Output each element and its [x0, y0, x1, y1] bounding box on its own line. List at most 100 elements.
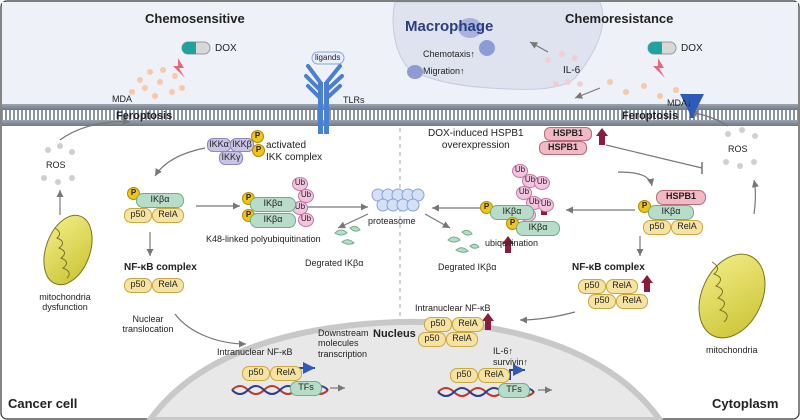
label-chemotaxis: Chemotaxis↑ [423, 49, 476, 59]
rela-protein: RelA [270, 366, 302, 381]
ikba-protein: IKβα [516, 221, 560, 236]
label-cytoplasm: Cytoplasm [712, 396, 779, 411]
label-nfkb-left: NF-κB complex [124, 262, 197, 273]
label-survivin-up: survivin↑ [493, 357, 529, 367]
proteasome-icon [371, 188, 425, 212]
heading-chemoresistance: Chemoresistance [565, 11, 674, 26]
phospho-p: P [252, 144, 265, 157]
label-mda: MDA [112, 94, 132, 104]
membrane-top [2, 104, 798, 110]
dox-pill-left [181, 41, 211, 55]
tfs-protein: TFs [498, 383, 530, 398]
rela-protein: RelA [446, 332, 478, 347]
hspb1-protein: HSPB1 [544, 127, 592, 141]
membrane-core [2, 110, 798, 120]
label-feroptosis-left: Feroptosis [116, 110, 173, 122]
p50-protein: p50 [450, 368, 478, 383]
inhibition-line [605, 144, 703, 169]
rela-protein: RelA [478, 368, 510, 383]
degraded-fragments-right [447, 229, 480, 253]
p50-protein: p50 [242, 366, 270, 381]
label-activated-ikk: activated IKK complex [266, 140, 323, 163]
ubiquitin: Ub [516, 186, 532, 200]
label-degraded-left: Degrated IKβα [305, 258, 364, 268]
macrophage-vesicle-2 [407, 65, 423, 79]
label-intranuclear-left: Intranuclear NF-κB [217, 347, 293, 357]
tlr-receptor [304, 51, 345, 134]
ikba-protein: IKβα [250, 213, 296, 228]
p50-protein: p50 [424, 317, 452, 332]
rela-protein: RelA [671, 220, 703, 235]
label-proteasome: proteasome [368, 216, 416, 226]
ubiquitin: Ub [512, 164, 528, 178]
p50-protein: p50 [643, 220, 671, 235]
label-dox-right: DOX [681, 43, 703, 54]
p50-protein: p50 [124, 208, 152, 223]
label-degraded-right: Degrated IKβα [438, 262, 497, 272]
ikba-protein: IKβα [136, 193, 184, 208]
ikkg-protein: IKKγ [219, 151, 243, 165]
dox-pill-right [647, 41, 677, 55]
rela-protein: RelA [152, 208, 184, 223]
heading-chemosensitive: Chemosensitive [145, 11, 245, 26]
pathway-arrows [56, 41, 759, 394]
label-migration: Migration↑ [423, 66, 465, 76]
heading-macrophage: Macrophage [405, 18, 494, 35]
label-il6-up: IL-6↑ [493, 346, 514, 356]
membrane-bottom [2, 120, 798, 126]
label-ros-left: ROS [46, 160, 66, 170]
ros-dots-right [723, 127, 758, 169]
ubiquitin: Ub [534, 176, 550, 190]
tfs-protein: TFs [290, 381, 322, 396]
ikba-protein: IKβα [250, 197, 296, 212]
heading-nucleus: Nucleus [373, 328, 416, 340]
mda-dots-left [129, 67, 185, 99]
label-nfkb-right: NF-κB complex [572, 262, 645, 273]
label-ubiquitination: ubiquitination [485, 238, 539, 248]
label-dox-left: DOX [215, 43, 237, 54]
rela-protein: RelA [452, 317, 484, 332]
degraded-fragments-left [334, 225, 361, 245]
label-mda-down: MDA↓ [667, 98, 692, 108]
mitochondria-right-icon [698, 253, 766, 339]
mitochondria-left-icon [43, 214, 93, 286]
label-k48: K48-linked polyubiquitination [206, 234, 321, 244]
ubiquitin: Ub [538, 198, 554, 212]
lightning-icon-left [173, 58, 185, 78]
p50-protein: p50 [578, 279, 606, 294]
p50-protein: p50 [418, 332, 446, 347]
hspb1-protein: HSPB1 [656, 190, 706, 205]
label-mito-dysfunction: mitochondria dysfunction [39, 292, 91, 313]
label-nuclear-translocation: Nuclear translocation [122, 314, 174, 335]
lightning-icon-right [653, 58, 665, 78]
rela-protein: RelA [606, 279, 638, 294]
label-ligands: ligands [315, 53, 341, 62]
ikkb-protein: IKKβ [230, 138, 254, 152]
mda-dots-right [607, 79, 679, 99]
p50-protein: p50 [124, 278, 152, 293]
tf-arrow-right-icon [509, 364, 525, 380]
rela-protein: RelA [616, 294, 648, 309]
label-cancer-cell: Cancer cell [8, 396, 78, 411]
il6-dots [545, 51, 583, 87]
label-tlrs: TLRs [343, 95, 365, 105]
ikba-protein: IKβα [648, 205, 694, 220]
hspb1-protein: HSPB1 [539, 141, 587, 155]
rela-protein: RelA [152, 278, 184, 293]
macrophage-vesicle [479, 40, 495, 56]
macrophage-cell [392, 1, 604, 90]
macrophage-nucleus [458, 18, 482, 38]
ubiquitin: Ub [298, 189, 314, 203]
p50-protein: p50 [588, 294, 616, 309]
label-dox-hspb1: DOX-induced HSPB1 overexpression [428, 128, 524, 151]
ros-dots-left [41, 143, 75, 185]
label-feroptosis-right: Feroptosis [622, 110, 679, 122]
label-mitochondria: mitochondria [706, 345, 758, 355]
label-il6: IL-6 [563, 65, 581, 76]
phospho-p: P [251, 130, 264, 143]
label-downstream: Downstream molecules transcription [318, 328, 369, 359]
label-intranuclear-right: Intranuclear NF-κB [415, 303, 491, 313]
ikka-protein: IKKα [207, 138, 231, 152]
